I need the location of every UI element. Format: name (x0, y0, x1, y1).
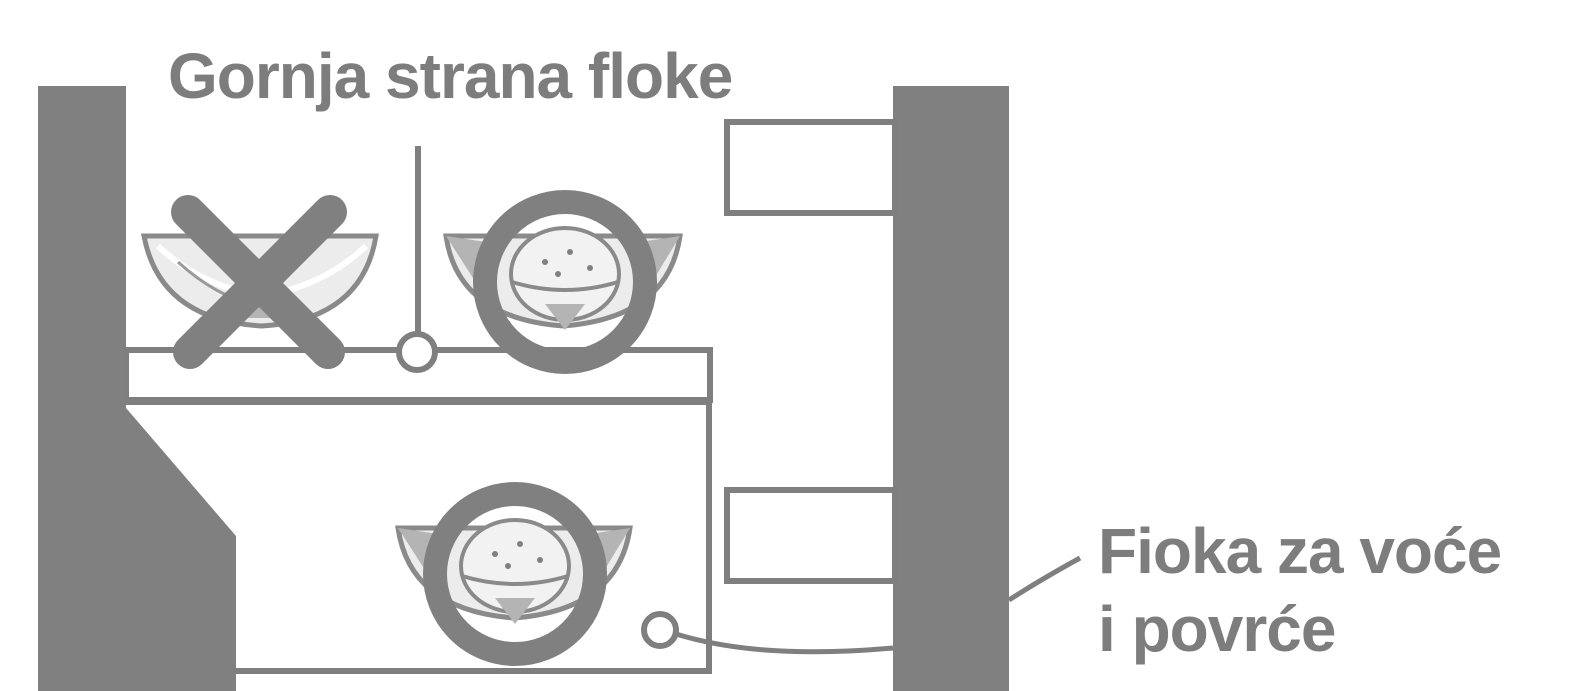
drawer-label: Fioka za voće i povrće (1098, 512, 1502, 668)
left-wall (38, 86, 236, 691)
bowl-right-drawer (395, 518, 633, 624)
right-wall (893, 86, 1009, 691)
cross-mark-icon (171, 195, 347, 369)
drawer-leader-dot (641, 611, 679, 649)
drawer-leader-line (675, 555, 1082, 655)
door-bin-upper (724, 119, 898, 216)
circle-mark-icon (473, 190, 657, 374)
vegetable-drawer (126, 399, 712, 674)
drawer-label-line1: Fioka za voće (1098, 515, 1502, 587)
top-leader-dot (396, 331, 438, 373)
top-shelf-label: Gornja strana floke (168, 40, 733, 112)
circle-mark-icon (423, 482, 607, 666)
drawer-label-line2: i povrće (1098, 593, 1336, 665)
door-bin-lower (724, 487, 898, 584)
